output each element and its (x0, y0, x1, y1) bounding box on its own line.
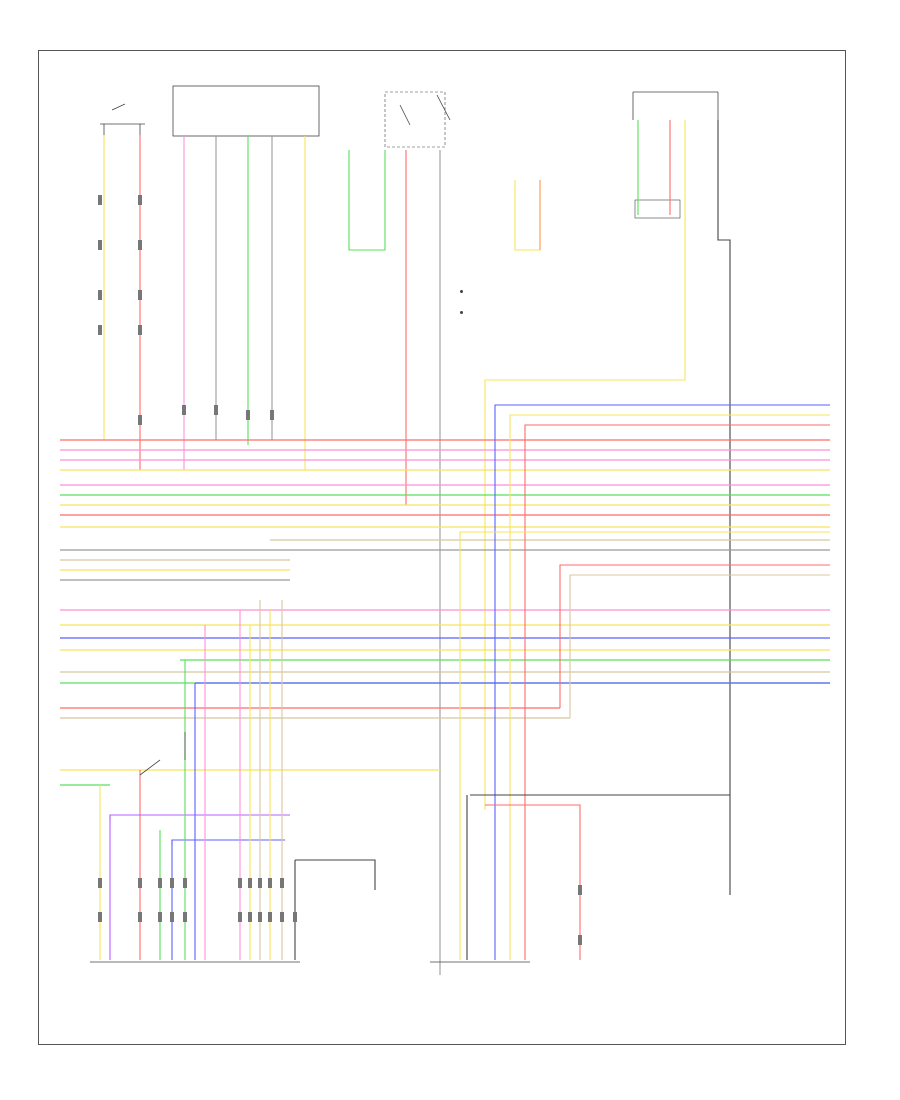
legend-bullet-icon (460, 290, 463, 294)
legend-row-2 (460, 310, 469, 316)
right-connector-outline (634, 199, 681, 219)
right-feeder-wires (459, 404, 830, 960)
legend-bullet-icon (460, 311, 463, 315)
connector-marks (98, 195, 582, 945)
top-switch-box-outline (172, 85, 320, 137)
diagram-border (38, 50, 846, 1045)
top-vertical-wires (103, 120, 731, 975)
legend-row-1 (460, 289, 469, 295)
top-right-sensor-symbol (632, 91, 719, 120)
top-relay-group-outline (384, 91, 446, 148)
lower-vertical-wires (99, 600, 730, 960)
top-left-module-symbol (100, 103, 145, 135)
switch-symbols (139, 94, 451, 776)
horizontal-bus-wires (60, 439, 830, 786)
